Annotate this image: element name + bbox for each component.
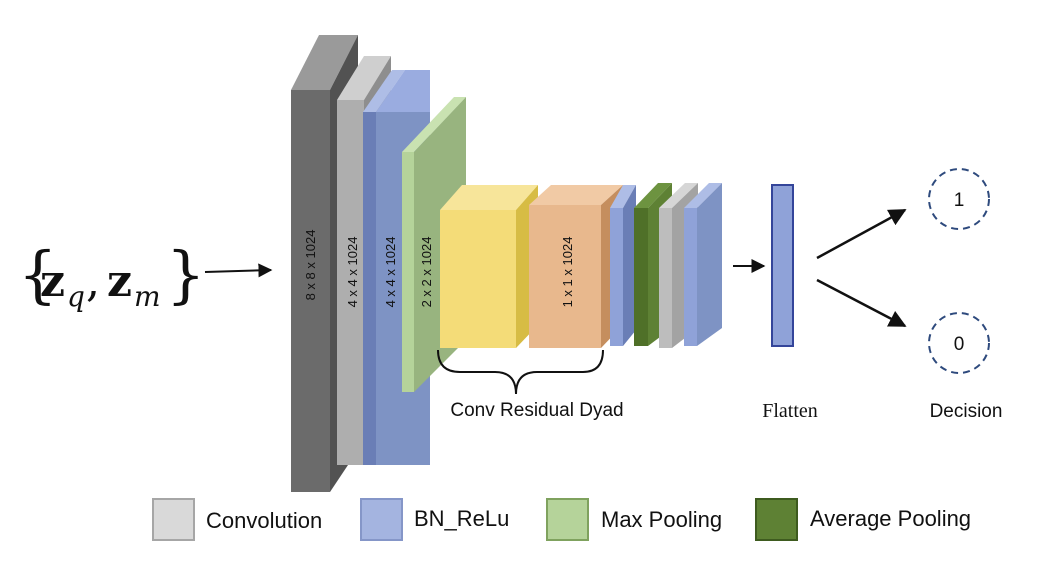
legend-swatch-bn-relu xyxy=(360,498,403,541)
output-circle-0 xyxy=(928,312,990,374)
conv-layer-1-label: 8 x 8 x 1024 xyxy=(303,230,318,301)
dyad-brace xyxy=(437,349,604,395)
legend-label-bn-relu: BN_ReLu xyxy=(414,506,509,531)
bn-relu-layer-3 xyxy=(684,183,722,346)
z-q-symbol: z xyxy=(40,256,65,307)
close-brace: } xyxy=(166,238,205,311)
dyad-brace-label: Conv Residual Dyad xyxy=(450,400,623,421)
max-pool-layer-label: 2 x 2 x 1024 xyxy=(419,237,434,308)
decision-arrow-top xyxy=(816,208,907,260)
decision-label: Decision xyxy=(930,401,1003,422)
dyad-block-2: 1 x 1 x 1024 xyxy=(529,185,623,348)
subscript-m: m xyxy=(134,280,161,313)
input-set: { z q , z m } xyxy=(18,238,205,313)
dyad-block-2-label: 1 x 1 x 1024 xyxy=(560,237,575,308)
conv-layer-2-label: 4 x 4 x 1024 xyxy=(345,237,360,308)
flatten-bar xyxy=(771,184,794,347)
decision-arrow-bottom xyxy=(816,278,907,328)
subscript-q: q xyxy=(67,280,85,313)
legend: Convolution BN_ReLu Max Pooling Average … xyxy=(152,498,971,541)
legend-label-max-pooling: Max Pooling xyxy=(601,507,722,532)
input-arrow xyxy=(204,263,273,278)
output-1-label: 1 xyxy=(954,190,965,211)
legend-swatch-convolution xyxy=(152,498,195,541)
output-circle-1 xyxy=(928,168,990,230)
comma: , xyxy=(86,256,100,307)
dyad-block-1 xyxy=(440,185,538,348)
flatten-label: Flatten xyxy=(762,400,818,422)
legend-label-convolution: Convolution xyxy=(206,508,322,533)
open-brace: { xyxy=(18,238,57,311)
output-0-label: 0 xyxy=(954,334,965,355)
z-m-symbol: z xyxy=(107,256,132,307)
legend-swatch-average-pooling xyxy=(755,498,798,541)
legend-swatch-max-pooling xyxy=(546,498,589,541)
legend-label-average-pooling: Average Pooling xyxy=(810,506,971,531)
bn-relu-layer-2 xyxy=(610,185,636,346)
bn-relu-layer-1-label: 4 x 4 x 1024 xyxy=(383,237,398,308)
